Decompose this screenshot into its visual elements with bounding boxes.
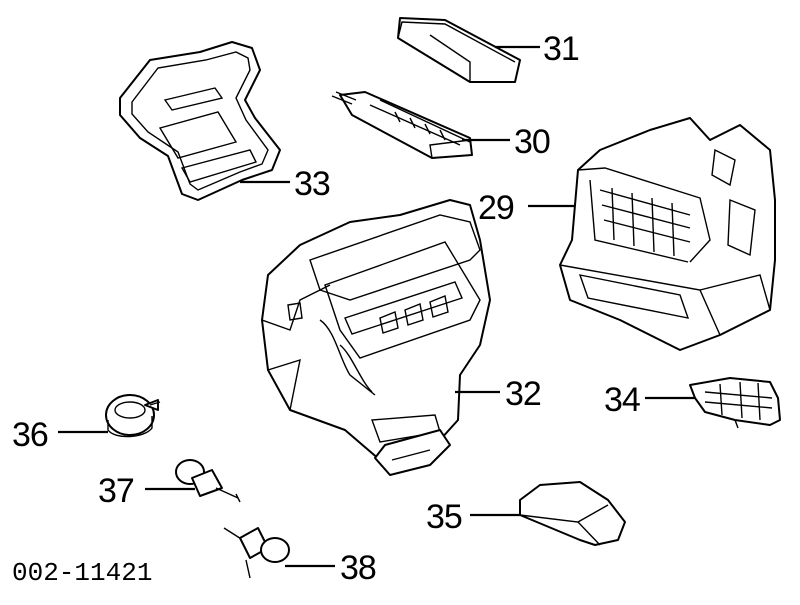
callout-34: 34 bbox=[604, 381, 640, 419]
callout-38: 38 bbox=[340, 549, 376, 587]
callout-32: 32 bbox=[505, 375, 541, 413]
part-30-vent-grille bbox=[331, 91, 473, 159]
part-38-sensor bbox=[223, 527, 290, 579]
part-32-hvac-case bbox=[261, 199, 491, 476]
part-33-gasket-frame bbox=[119, 41, 281, 201]
callout-30: 30 bbox=[514, 123, 550, 161]
callout-33: 33 bbox=[294, 165, 330, 203]
callout-36: 36 bbox=[12, 416, 48, 454]
callout-37: 37 bbox=[98, 472, 134, 510]
callout-31: 31 bbox=[543, 30, 579, 68]
callout-29: 29 bbox=[478, 189, 514, 227]
part-29-upper-housing bbox=[559, 117, 776, 351]
part-31-seal-block bbox=[397, 17, 521, 83]
callout-35: 35 bbox=[426, 498, 462, 536]
diagram-id-code: 002-11421 bbox=[12, 558, 152, 588]
part-37-sensor bbox=[175, 459, 241, 503]
part-36-actuator bbox=[105, 394, 161, 438]
part-35-foam-pad bbox=[519, 481, 626, 546]
part-34-bracket bbox=[689, 377, 781, 429]
